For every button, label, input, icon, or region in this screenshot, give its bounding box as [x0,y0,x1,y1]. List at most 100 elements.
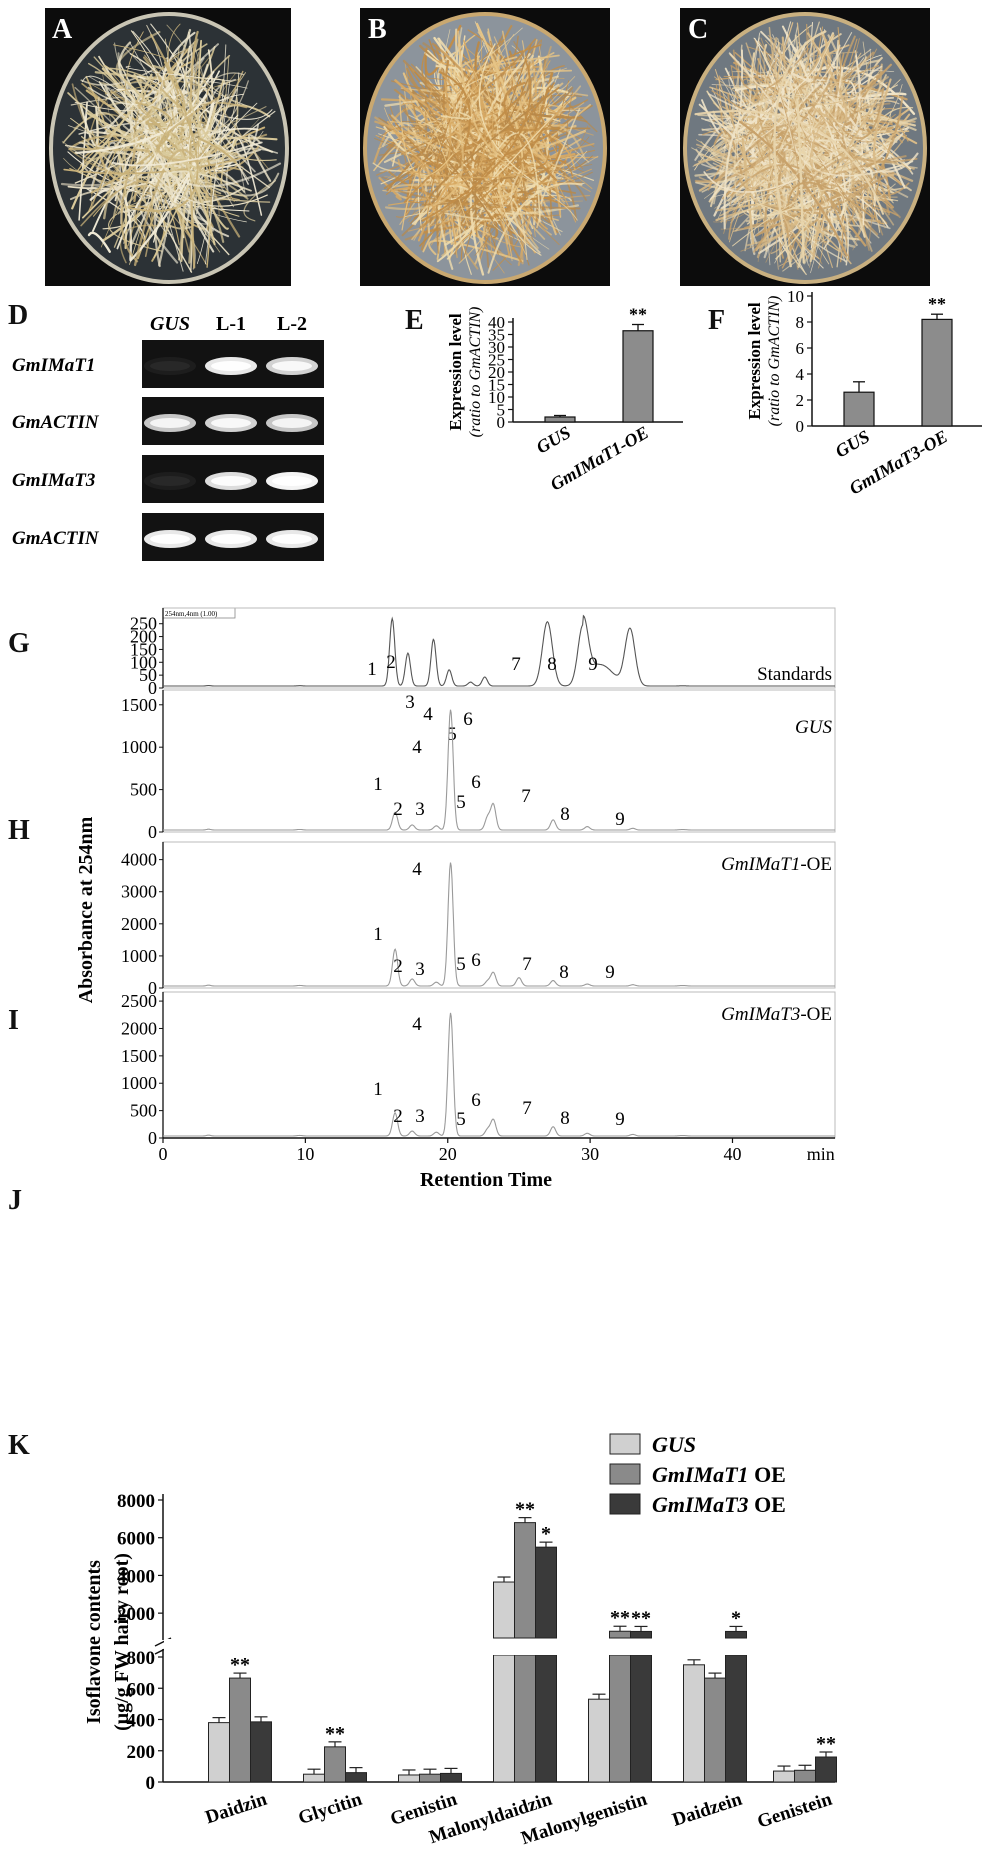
root-strand [418,169,449,230]
root-strand [143,120,282,188]
peak-label: 2 [393,799,403,820]
root-strand [472,69,513,262]
root-strand [767,205,814,260]
chromatogram-trace [163,709,835,831]
bar [622,330,654,423]
root-strand [763,84,822,233]
x-tick-label: 0 [159,1144,168,1164]
peak-label: 9 [605,962,615,983]
root-strand [425,114,524,190]
significance-mark: ** [325,1723,345,1745]
peak-label: 8 [560,1108,570,1129]
y-tick-label: 2 [796,391,805,410]
gel-row-label: GmACTIN [12,528,100,549]
software-header-text: 254nm,4nm (1.00) [165,610,218,618]
chromatogram-trace [163,1012,835,1137]
root-strand [140,181,221,253]
root-strand [762,95,904,212]
gel-band-core [211,476,251,486]
trace-y-tick-label: 0 [148,978,157,998]
trace-y-tick-label: 1500 [121,695,157,715]
root-strand [694,82,831,183]
root-strand [457,55,502,152]
bar [398,1774,420,1783]
root-strand [774,194,827,274]
root-strand [157,95,221,163]
root-strand [187,93,245,200]
root-strand [153,114,239,243]
root-strand [815,158,853,244]
root-strand [734,84,785,135]
root-strand [68,147,151,153]
root-strand [100,125,248,191]
peak-label: 3 [415,1106,425,1127]
root-strand [873,78,895,177]
peak-label: 2 [393,1106,403,1127]
x-tick-label: 20 [439,1144,457,1164]
root-strand [231,136,263,216]
root-strand [70,117,118,153]
panel-label-g: G [8,628,30,659]
trace-y-tick-label: 0 [148,1128,157,1148]
x-category-label: GUS [533,422,574,457]
photo-a-hairy-roots-gus [45,8,291,286]
peak-label: 1 [373,774,383,795]
root-strand [197,137,237,164]
legend-label: GUS [652,1432,696,1457]
root-strand [421,53,518,87]
root-strand [102,53,213,180]
y-tick-label: 6000 [117,1529,155,1550]
root-strand [732,42,783,213]
y-axis-label-sub: (μg/g FW hairy root) [111,1553,133,1731]
peak-label: 9 [615,1109,625,1130]
root-strand [744,211,822,240]
root-strand [154,174,268,207]
significance-mark: ** [928,294,946,314]
root-strand [723,53,783,234]
x-tick-label: 30 [581,1144,599,1164]
panel-label-e: E [405,305,424,336]
y-tick-label: 20 [488,363,505,382]
root-strand [714,69,770,242]
bar [208,1722,230,1783]
bar [704,1677,726,1783]
trace-name: Standards [757,664,832,685]
peak-label: 2 [393,956,403,977]
panel-label-b: B [368,14,387,45]
gel-band-core [211,361,251,371]
y-tick-label: 15 [488,376,505,395]
root-strand [738,95,851,147]
root-strand [419,83,433,135]
root-strand [385,98,464,210]
y-tick-label: 25 [488,351,505,370]
root-strand [406,67,561,132]
root-strand [153,144,224,259]
root-strand [172,86,242,188]
root-strand [566,90,590,152]
root-strand [508,188,555,200]
root-strand [74,94,208,155]
y-axis-label: Expression level [745,302,764,420]
root-strand [378,131,423,150]
gel-band-core [272,534,312,544]
isoflavone-bar-chart-svg: 20004000600080000200400600800Isoflavone … [83,1432,837,1849]
gel-band-core [211,418,251,428]
trace-y-tick-label: 150 [130,639,157,659]
root-strand [421,57,532,222]
root-strand [497,139,551,245]
y-tick-label: 8 [796,313,805,332]
peak-label: 4 [412,1014,422,1035]
gel-band [144,357,196,375]
panel-label-i: I [8,1005,19,1036]
bar [725,1654,747,1783]
peak-label: 7 [522,1098,532,1119]
bar [815,1756,837,1783]
y-tick-label: 40 [488,313,505,332]
trace-y-tick-label: 3000 [121,882,157,902]
root-strand [398,169,543,179]
root-strand [498,132,541,223]
significance-mark: * [541,1523,551,1545]
